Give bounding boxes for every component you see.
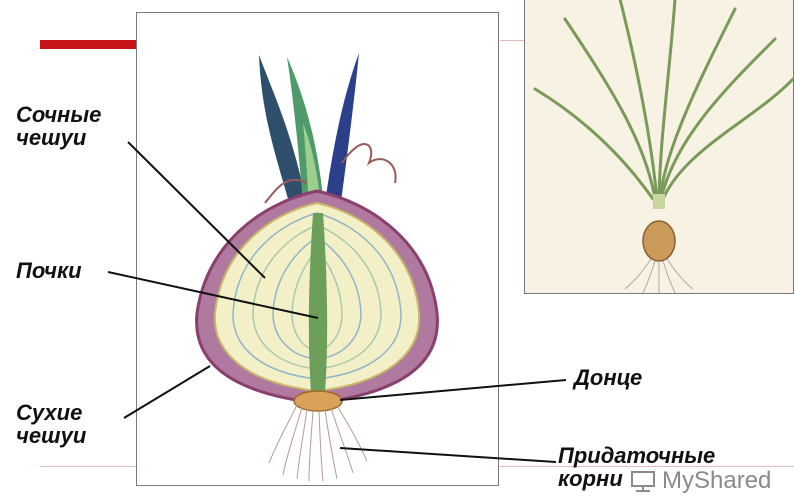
leader-basal-plate [340,380,566,400]
label-juicy-scales: Сочныечешуи [16,103,101,149]
watermark-text: MyShared [662,467,771,495]
watermark: MyShared [630,467,771,495]
presentation-icon [630,470,656,492]
label-dry-scales: Сухиечешуи [16,401,86,447]
label-buds: Почки [16,259,82,282]
label-basal-plate: Донце [574,366,642,389]
leader-buds [108,272,318,318]
leader-roots [340,448,556,462]
leader-dry-scales [124,366,210,418]
leader-juicy-scales [128,142,265,278]
